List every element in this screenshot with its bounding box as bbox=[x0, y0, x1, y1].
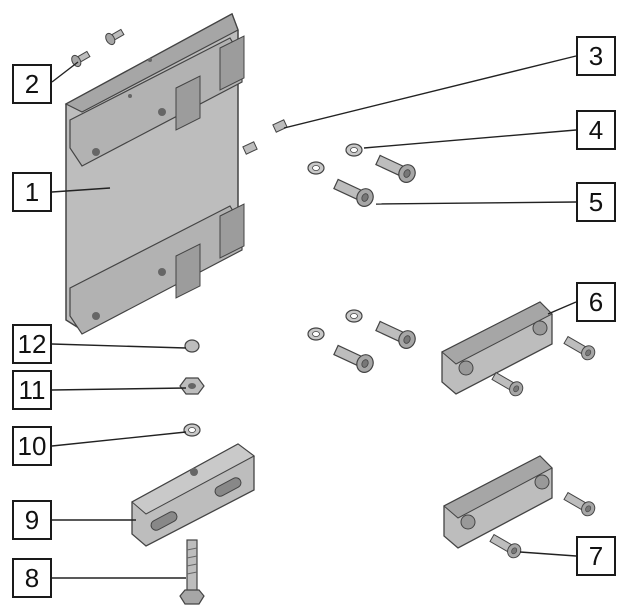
slot-nuts bbox=[242, 119, 288, 155]
washers-middle bbox=[307, 309, 419, 376]
adapter-block-lower bbox=[443, 455, 598, 561]
plate-screws bbox=[71, 28, 125, 68]
callout-1: 1 bbox=[12, 172, 52, 212]
callout-8: 8 bbox=[12, 558, 52, 598]
hex-nut bbox=[179, 377, 205, 395]
callout-2: 2 bbox=[12, 64, 52, 104]
callout-3: 3 bbox=[576, 36, 616, 76]
hex-bolt bbox=[179, 539, 205, 605]
callout-4: 4 bbox=[576, 110, 616, 150]
washers bbox=[307, 143, 363, 175]
callout-7: 7 bbox=[576, 536, 616, 576]
socket-head-screws bbox=[331, 151, 419, 210]
callout-9: 9 bbox=[12, 500, 52, 540]
callout-10: 10 bbox=[12, 426, 52, 466]
slotted-clamp-block bbox=[131, 443, 255, 547]
small-nut bbox=[184, 339, 200, 353]
callout-11: 11 bbox=[12, 370, 52, 410]
leader-lines bbox=[51, 55, 577, 579]
mounting-plate bbox=[64, 12, 245, 335]
callout-6: 6 bbox=[576, 282, 616, 322]
flat-washer bbox=[183, 423, 201, 437]
callout-12: 12 bbox=[12, 324, 52, 364]
callout-5: 5 bbox=[576, 182, 616, 222]
adapter-block-upper bbox=[441, 301, 598, 399]
